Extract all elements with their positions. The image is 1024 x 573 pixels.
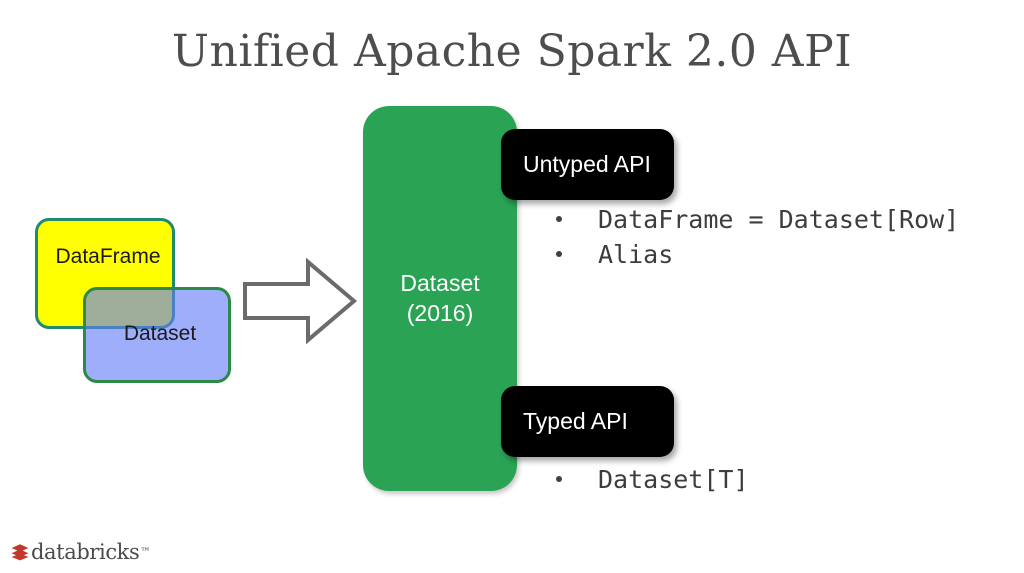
untyped-bullet-1: DataFrame = Dataset[Row]: [598, 205, 960, 234]
legacy-dataset-box: Dataset: [83, 287, 231, 383]
bullet-dot-icon: [556, 251, 562, 257]
bullet-dot-icon: [556, 476, 562, 482]
unified-dataset-line2: (2016): [406, 300, 474, 326]
typed-api-pill: Typed API: [501, 386, 674, 457]
databricks-wordmark: databricks: [31, 540, 140, 564]
trademark-symbol: ™: [140, 546, 151, 558]
page-title: Unified Apache Spark 2.0 API: [171, 26, 853, 77]
unified-dataset-label: Dataset (2016): [363, 268, 517, 328]
legacy-dataframe-label: DataFrame: [55, 245, 161, 268]
databricks-logo: databricks ™: [10, 540, 150, 564]
bullet-dot-icon: [556, 216, 562, 222]
databricks-bricks-icon: [11, 544, 29, 561]
untyped-api-label: Untyped API: [523, 151, 651, 177]
unified-dataset-line1: Dataset: [400, 270, 480, 296]
typed-api-label: Typed API: [523, 408, 628, 434]
typed-bullet-1: Dataset[T]: [598, 465, 749, 494]
legacy-dataset-label: Dataset: [123, 322, 197, 345]
right-block-arrow-icon: [243, 257, 358, 345]
untyped-bullet-2: Alias: [598, 240, 674, 269]
untyped-api-pill: Untyped API: [501, 129, 674, 200]
unified-dataset-box: Dataset (2016): [363, 106, 517, 491]
